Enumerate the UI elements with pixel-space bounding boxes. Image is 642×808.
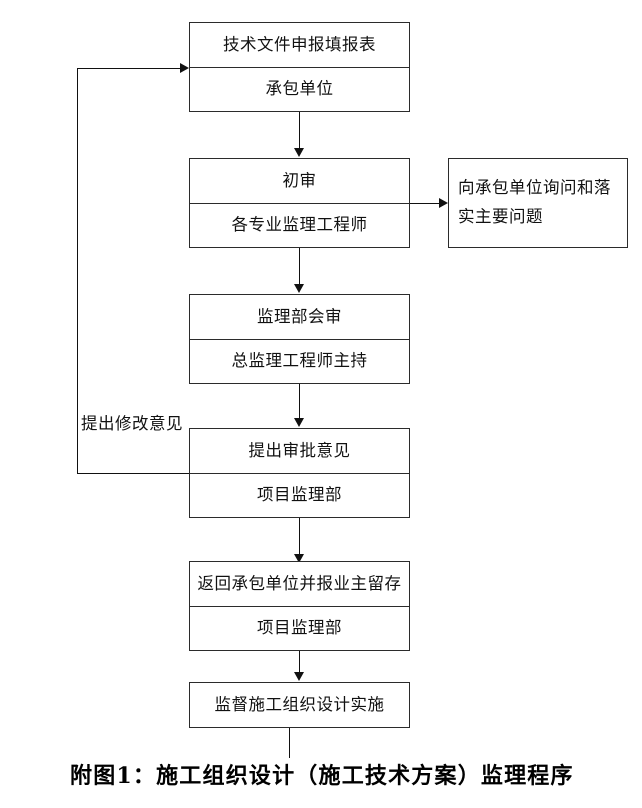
- node6-tail-stub: [289, 728, 290, 758]
- arrowhead-into-node3: [294, 284, 304, 293]
- flow-node-2[interactable]: 初审 各专业监理工程师: [189, 158, 410, 248]
- side-note-box[interactable]: 向承包单位询问和落 实主要问题: [448, 158, 628, 248]
- flow-node-5-bottom-label: 项目监理部: [190, 606, 409, 650]
- flow-node-5[interactable]: 返回承包单位并报业主留存 项目监理部: [189, 561, 410, 651]
- flow-node-1[interactable]: 技术文件申报填报表 承包单位: [189, 22, 410, 112]
- connector-node2-to-side-note: [410, 203, 440, 204]
- arrowhead-into-node5: [294, 554, 304, 563]
- flow-node-5-top-label: 返回承包单位并报业主留存: [197, 573, 402, 593]
- arrowhead-into-node1: [180, 62, 189, 73]
- flow-node-1-top-label: 技术文件申报填报表: [223, 34, 376, 54]
- connector-node4-to-node5: [299, 518, 300, 554]
- flow-node-4-bottom-label: 项目监理部: [190, 473, 409, 517]
- feedback-loop-vertical-segment: [77, 68, 78, 473]
- flow-node-6-top-label: 监督施工组织设计实施: [214, 694, 385, 714]
- figure-caption: 附图1：施工组织设计（施工技术方案）监理程序: [70, 763, 574, 789]
- side-note-line-2: 实主要问题: [458, 207, 543, 226]
- side-note-line-1: 向承包单位询问和落: [458, 178, 611, 198]
- flow-node-1-bottom-label: 承包单位: [190, 67, 409, 111]
- feedback-loop-bottom-segment: [77, 473, 189, 474]
- connector-node5-to-node6: [299, 651, 300, 673]
- arrowhead-into-node6: [294, 672, 304, 681]
- arrowhead-into-node2: [294, 148, 304, 157]
- flow-node-3[interactable]: 监理部会审 总监理工程师主持: [189, 294, 410, 384]
- flow-node-2-top-label: 初审: [282, 170, 317, 190]
- flow-node-2-bottom-label: 各专业监理工程师: [190, 203, 409, 247]
- flow-node-3-top-label: 监理部会审: [257, 306, 342, 326]
- arrowhead-into-node4: [294, 418, 304, 427]
- flow-node-4-top-label: 提出审批意见: [248, 440, 351, 460]
- flow-node-6[interactable]: 监督施工组织设计实施: [189, 682, 410, 728]
- flow-node-3-bottom-label: 总监理工程师主持: [190, 339, 409, 383]
- arrowhead-into-side-note: [439, 197, 448, 208]
- feedback-loop-label: 提出修改意见: [81, 414, 183, 433]
- flow-node-4[interactable]: 提出审批意见 项目监理部: [189, 428, 410, 518]
- connector-node2-to-node3: [299, 248, 300, 284]
- connector-node3-to-node4: [299, 384, 300, 419]
- side-note-text: 向承包单位询问和落 实主要问题: [449, 174, 617, 232]
- connector-node1-to-node2: [299, 112, 300, 148]
- feedback-loop-top-segment: [77, 68, 181, 69]
